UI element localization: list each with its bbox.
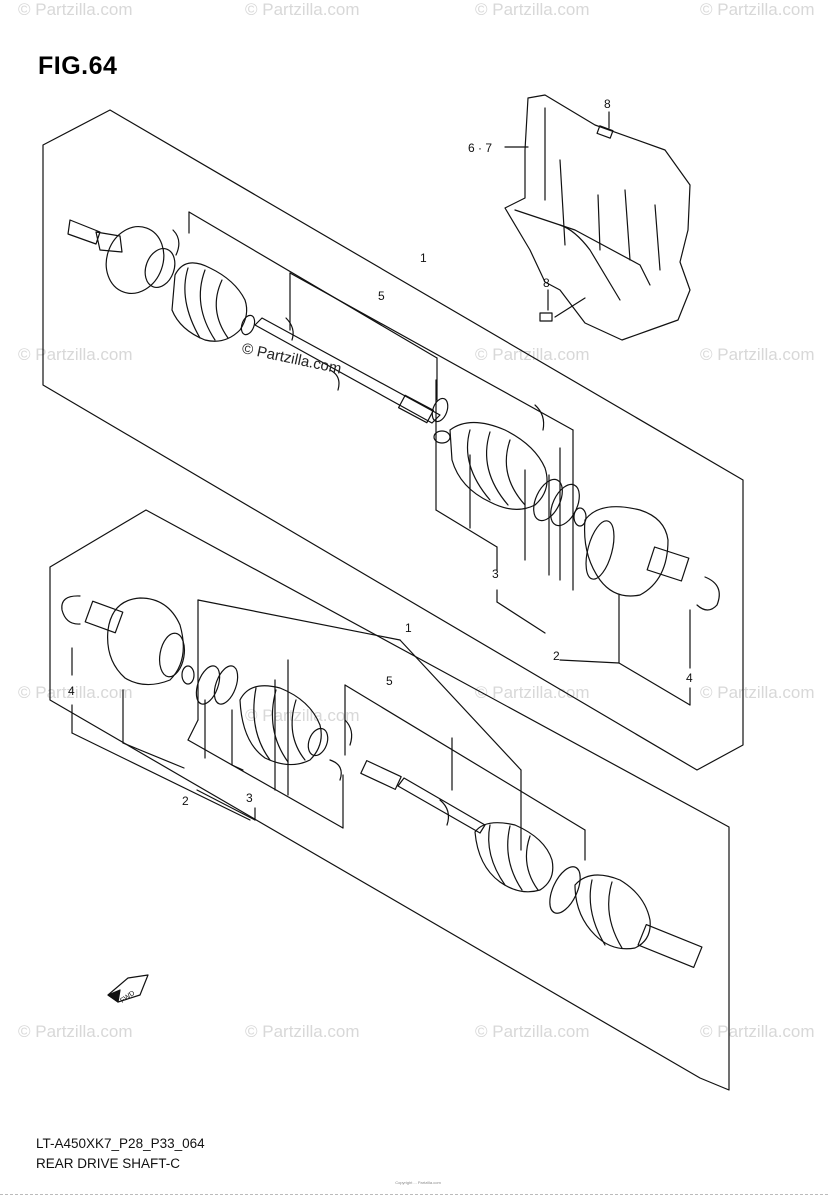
upper-inboard-boot — [449, 421, 548, 510]
lower-outer-boot — [574, 874, 651, 950]
watermark-text: © Partzilla.com — [245, 0, 360, 19]
upper-shaft — [254, 317, 441, 424]
lower-end-circlip — [61, 595, 81, 625]
lower-inboard-boot — [239, 685, 322, 766]
watermark-text: © Partzilla.com — [475, 683, 590, 702]
callout-upper-3: 3 — [492, 567, 499, 581]
fwd-arrow-icon — [107, 974, 149, 1003]
upper-boot-band-inner — [329, 369, 340, 391]
callout-guard-6-7: 6 · 7 — [468, 141, 492, 155]
lower-inboard-spline — [84, 600, 124, 634]
watermark-text: © Partzilla.com — [700, 683, 815, 702]
model-code: LT-A450XK7_P28_P33_064 — [36, 1136, 205, 1151]
upper-inboard-joint-housing — [583, 506, 669, 597]
lower-boot-band-outer — [549, 866, 581, 914]
lower-inner-boot — [474, 822, 554, 893]
upper-boot-band-large — [533, 478, 563, 522]
upper-assembly-frame — [42, 109, 744, 771]
lower-shaft — [397, 777, 486, 834]
callout-upper-5: 5 — [378, 289, 385, 303]
callout-lower-3: 3 — [246, 791, 253, 805]
callout-lower-4: 4 — [68, 684, 75, 698]
lower-outboard-spline — [637, 923, 703, 969]
lower-inner-spline — [360, 760, 402, 790]
watermark-text: © Partzilla.com — [18, 0, 133, 19]
watermark-text: © Partzilla.com — [475, 1022, 590, 1041]
upper-boot-band-outer — [172, 229, 180, 256]
watermark-text: © Partzilla.com — [245, 1022, 360, 1041]
drive-shaft-guard — [504, 94, 691, 341]
upper-end-circlip — [696, 576, 720, 611]
bottom-divider — [0, 1194, 828, 1195]
upper-inboard-spline — [646, 546, 690, 582]
watermark-text: © Partzilla.com — [475, 0, 590, 19]
callout-upper-2: 2 — [553, 649, 560, 663]
lower-assembly-frame — [49, 509, 730, 1091]
upper-small-circlip — [573, 507, 587, 527]
copyright-note: Copyright ... Partzilla.com — [395, 1180, 441, 1185]
callout-bracket-lower-1 — [197, 599, 401, 641]
upper-outboard-joint — [67, 219, 123, 253]
watermark-text: © Partzilla.com — [18, 345, 133, 364]
callout-lower-2: 2 — [182, 794, 189, 808]
watermark-text: © Partzilla.com — [18, 683, 133, 702]
figure-title: FIG.64 — [38, 52, 118, 80]
callout-bolt-top-8: 8 — [604, 97, 611, 111]
callout-upper-4: 4 — [686, 671, 693, 685]
bolt-icon — [596, 125, 614, 139]
lower-inboard-joint-housing — [107, 597, 184, 686]
watermark-text: © Partzilla.com — [700, 345, 815, 364]
watermark-text: © Partzilla.com — [245, 706, 360, 725]
upper-inner-spline — [397, 394, 435, 424]
callout-upper-1: 1 — [420, 251, 427, 265]
lower-boot-band-inner — [329, 759, 342, 781]
watermark-text: © Partzilla.com — [700, 0, 815, 19]
lower-boot-band-large — [195, 665, 221, 705]
bolt-icon — [539, 312, 553, 322]
callout-lower-1: 1 — [405, 621, 412, 635]
lower-small-circlip — [181, 665, 195, 685]
watermark-text: © Partzilla.com — [18, 1022, 133, 1041]
callout-bolt-bottom-8: 8 — [543, 276, 550, 290]
watermark-text: © Partzilla.com — [475, 345, 590, 364]
diagram-name: REAR DRIVE SHAFT-C — [36, 1156, 181, 1171]
callout-lower-5: 5 — [386, 674, 393, 688]
